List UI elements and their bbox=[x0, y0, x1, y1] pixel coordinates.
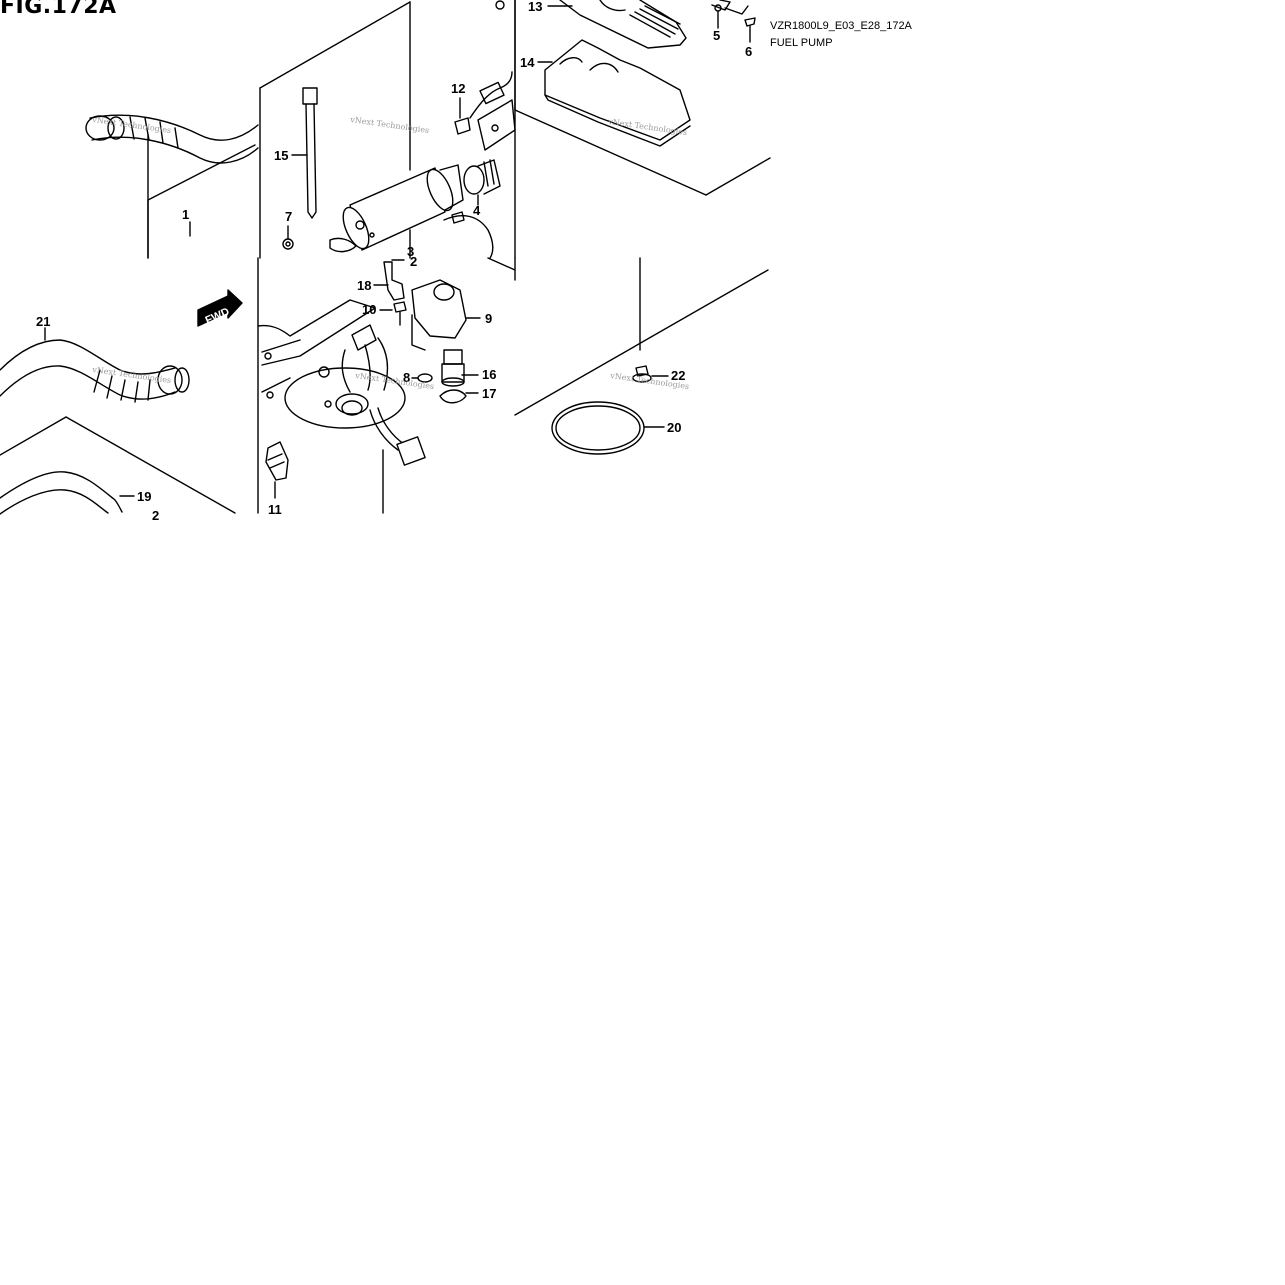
bracket-9 bbox=[411, 279, 481, 351]
callout-8: 8 bbox=[403, 370, 410, 385]
callout-15: 15 bbox=[274, 148, 288, 163]
callout-17: 17 bbox=[482, 386, 496, 401]
connector-12 bbox=[454, 71, 513, 135]
regulator-16 bbox=[441, 349, 479, 387]
callout-6: 6 bbox=[745, 44, 752, 59]
fuel-hose-1 bbox=[85, 114, 259, 259]
clamp-2 bbox=[443, 211, 516, 271]
fitting-18 bbox=[373, 261, 405, 301]
o-ring-8 bbox=[411, 373, 433, 383]
bracket-14 bbox=[537, 39, 691, 147]
fuel-hose-19 bbox=[0, 471, 135, 515]
callout-2: 2 bbox=[410, 254, 417, 269]
callout-11: 11 bbox=[268, 502, 282, 517]
callout-20: 20 bbox=[667, 420, 681, 435]
callout-12: 12 bbox=[451, 81, 465, 96]
leader-lines bbox=[189, 221, 411, 261]
callout-21: 21 bbox=[36, 314, 50, 329]
callout-4: 4 bbox=[473, 203, 481, 218]
bolt-10 bbox=[379, 301, 407, 326]
pump-flange bbox=[257, 299, 406, 429]
callout-5: 5 bbox=[713, 28, 720, 43]
figure-title: FIG.172A bbox=[0, 0, 117, 19]
callout-9: 9 bbox=[485, 311, 492, 326]
watermarks: vNext Technologies vNext Technologies vN… bbox=[91, 115, 690, 391]
watermark: vNext Technologies bbox=[91, 365, 172, 385]
figure-name: FUEL PUMP bbox=[770, 37, 833, 49]
callout-numbers: 1 2 3 4 5 6 7 8 9 10 11 12 13 14 15 16 1… bbox=[36, 0, 752, 523]
forward-arrow bbox=[197, 289, 243, 327]
callout-13: 13 bbox=[528, 0, 542, 14]
fuel-hose-21 bbox=[0, 327, 190, 403]
callout-3: 3 bbox=[407, 244, 414, 259]
pump-bracket bbox=[477, 99, 516, 151]
screw-6 bbox=[744, 17, 756, 43]
figure-code: VZR1800L9_E03_E28_172A bbox=[770, 20, 912, 32]
watermark: vNext Technologies bbox=[607, 117, 688, 137]
callout-7: 7 bbox=[285, 209, 292, 224]
watermark: vNext Technologies bbox=[91, 115, 172, 135]
callout-14: 14 bbox=[520, 55, 535, 70]
callout-22: 22 bbox=[671, 368, 685, 383]
cable-tie-15 bbox=[291, 87, 318, 219]
callout-19: 19 bbox=[137, 489, 151, 504]
clip-5 bbox=[711, 0, 749, 29]
callout-1: 1 bbox=[182, 207, 189, 222]
fuel-pump-3 bbox=[282, 164, 464, 253]
callout-10: 10 bbox=[362, 302, 376, 317]
section-borders bbox=[0, 0, 771, 514]
callout-2b: 2 bbox=[152, 508, 159, 523]
bolt-22 bbox=[632, 365, 669, 383]
bracket-13 bbox=[495, 0, 687, 49]
callout-18: 18 bbox=[357, 278, 371, 293]
callout-16: 16 bbox=[482, 367, 496, 382]
filter-4 bbox=[463, 159, 501, 206]
watermark: vNext Technologies bbox=[349, 115, 430, 135]
wire-harness bbox=[341, 324, 426, 514]
gasket-20 bbox=[551, 401, 665, 455]
damper-11 bbox=[265, 441, 289, 499]
clip-17 bbox=[439, 389, 479, 404]
